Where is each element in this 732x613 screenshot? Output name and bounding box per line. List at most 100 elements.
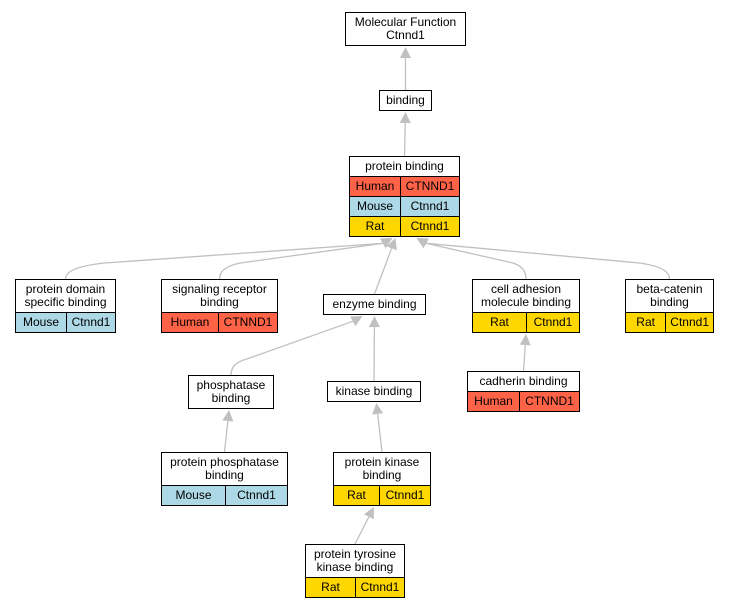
edge-arrowhead [368,316,380,328]
species-row: Rat Ctnnd1 [306,577,404,597]
gene-cell: Ctnnd1 [360,580,400,594]
node-label-line: binding [386,93,425,107]
node-label: protein binding [350,157,459,176]
edge-cell-to-prot [425,242,527,280]
node-label-line: kinase binding [335,384,413,398]
edge-arrowhead [222,410,234,422]
node-kin[interactable]: kinase binding [327,381,421,402]
node-label-line: binding [200,295,239,309]
node-label-line: protein domain [25,282,106,296]
node-label-line: signaling receptor [172,282,267,296]
node-label-line: Ctnnd1 [386,28,425,42]
edge-pphos-to-phos [223,420,229,453]
edge-arrowhead [519,334,531,346]
node-label-line: phosphatase [196,378,266,392]
species-cell: Human [162,313,219,332]
species-row: Human CTNND1 [468,391,579,411]
node-label-line: binding [650,295,689,309]
gene-cell: Ctnnd1 [385,488,425,502]
species-cell: Mouse [350,197,401,216]
species-cell: Rat [306,578,356,597]
gene-cell: CTNND1 [525,394,574,408]
node-label-line: specific binding [24,295,107,309]
species-cell: Mouse [162,486,226,505]
edge-enz-to-prot [373,248,393,295]
species-row: Mouse Ctnnd1 [350,196,459,216]
gene-cell: Ctnnd1 [410,219,450,233]
species-cell: Human [468,392,520,411]
node-enz[interactable]: enzyme binding [323,294,426,315]
node-label-line: cell adhesion [490,282,562,296]
gene-cell: CTNND1 [405,179,455,193]
node-label: kinase binding [328,382,420,401]
species-row: Human CTNND1 [162,312,277,332]
edge-pdom-to-prot [64,242,383,280]
edge-cad-to-cell [522,344,526,372]
edge-beta-to-prot [426,242,671,280]
node-label-line: protein phosphatase [170,455,279,469]
node-label-line: protein binding [365,159,444,173]
gene-cell: Ctnnd1 [410,199,450,213]
species-cell: Human [350,177,401,196]
node-label-line: binding [362,468,402,482]
gene-cell: Ctnnd1 [237,488,276,502]
edge-pkin-to-kin [377,413,383,453]
node-label-line: Molecular Function [354,15,457,29]
gene-cell: Ctnnd1 [71,315,111,329]
node-label: cadherin binding [468,372,579,391]
gene-cell: CTNND1 [223,315,273,329]
edge-arrowhead [400,47,411,58]
node-label-line: protein kinase [344,455,420,469]
species-row: Mouse Ctnnd1 [162,485,287,505]
species-row: Mouse Ctnnd1 [16,312,115,332]
edge-arrowhead [416,238,429,249]
node-label: enzyme binding [324,295,425,314]
node-label-line: kinase binding [316,560,394,574]
edge-arrowhead [350,316,363,327]
gene-cell: Ctnnd1 [533,315,573,329]
edge-arrowhead [386,238,397,251]
edge-prot-to-bind [403,122,406,157]
gene-cell: Ctnnd1 [670,315,709,329]
node-label-line: protein tyrosine [313,547,397,561]
species-cell: Rat [626,313,667,332]
node-bind[interactable]: binding [379,90,432,111]
edge-arrowhead [363,507,374,520]
species-row: Human CTNND1 [350,176,459,196]
node-label: binding [380,91,431,110]
node-label-line: binding [205,468,244,482]
edge-arrowhead [399,112,411,124]
node-label-line: beta-catenin [636,282,703,296]
species-cell: Mouse [16,313,67,332]
edge-arrowhead [372,403,384,415]
edge-phos-to-enz [230,320,354,376]
node-label-line: enzyme binding [332,297,417,311]
edge-sig-to-prot [218,242,383,280]
node-label-line: binding [211,391,251,405]
node-label-line: molecule binding [480,295,572,309]
